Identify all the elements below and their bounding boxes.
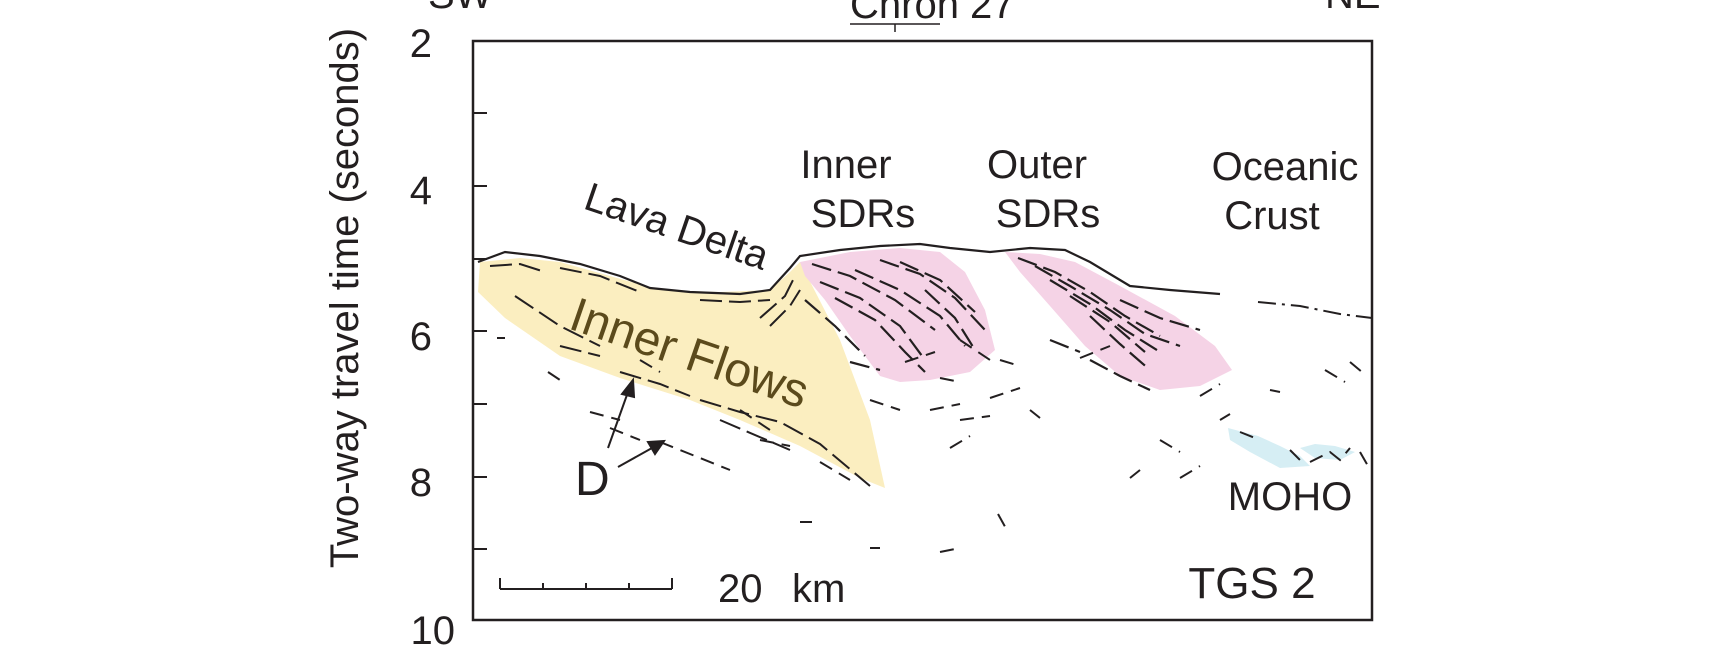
d-marker-arrows: [607, 377, 666, 468]
y-tick-label-2: 2: [410, 22, 432, 66]
y-tick-label-6: 6: [410, 315, 432, 359]
inner-sdrs-body: [800, 248, 995, 382]
moho-body: [1228, 428, 1310, 468]
moho-body-right: [1300, 444, 1355, 460]
scale-bar-value: 20: [718, 567, 763, 611]
sw-direction-label: SW: [428, 0, 493, 17]
y-axis-tick-labels: 2 4 6 8 10: [410, 22, 455, 653]
ne-direction-label: NE: [1325, 0, 1381, 17]
y-tick-label-10: 10: [411, 609, 456, 653]
y-tick-label-8: 8: [410, 461, 432, 505]
moho-label: MOHO: [1228, 475, 1352, 519]
y-axis-title: Two-way travel time (seconds): [323, 28, 367, 568]
lava-delta-label: Lava Delta: [579, 175, 775, 279]
outer-sdr-reflectors: [1017, 256, 1201, 391]
oceanic-crust-top-line: [1257, 301, 1373, 319]
y-tick-label-4: 4: [410, 169, 432, 213]
oceanic-crust-label-line1: Oceanic: [1212, 145, 1359, 189]
inner-flows-body: [478, 258, 885, 488]
scale-bar-unit: km: [792, 567, 845, 611]
outer-sdrs-body: [1005, 252, 1232, 390]
profile-name-label: TGS 2: [1188, 559, 1315, 608]
d-marker-label: D: [575, 453, 610, 506]
y-axis-ticks: [473, 112, 487, 550]
outer-sdrs-label-line2: SDRs: [996, 192, 1100, 236]
inner-flows-reflectors: [489, 262, 871, 487]
inner-sdrs-label-line2: SDRs: [811, 192, 915, 236]
inner-sdr-reflectors: [804, 258, 986, 373]
outer-sdrs-label-line1: Outer: [987, 143, 1087, 187]
oceanic-crust-label-line2: Crust: [1224, 194, 1320, 238]
chron-marker: [850, 23, 940, 32]
inner-sdrs-label-line1: Inner: [800, 143, 891, 187]
scale-bar: [499, 578, 673, 590]
chron-label: Chron 27: [850, 0, 1015, 27]
seafloor-line: [477, 242, 1221, 296]
